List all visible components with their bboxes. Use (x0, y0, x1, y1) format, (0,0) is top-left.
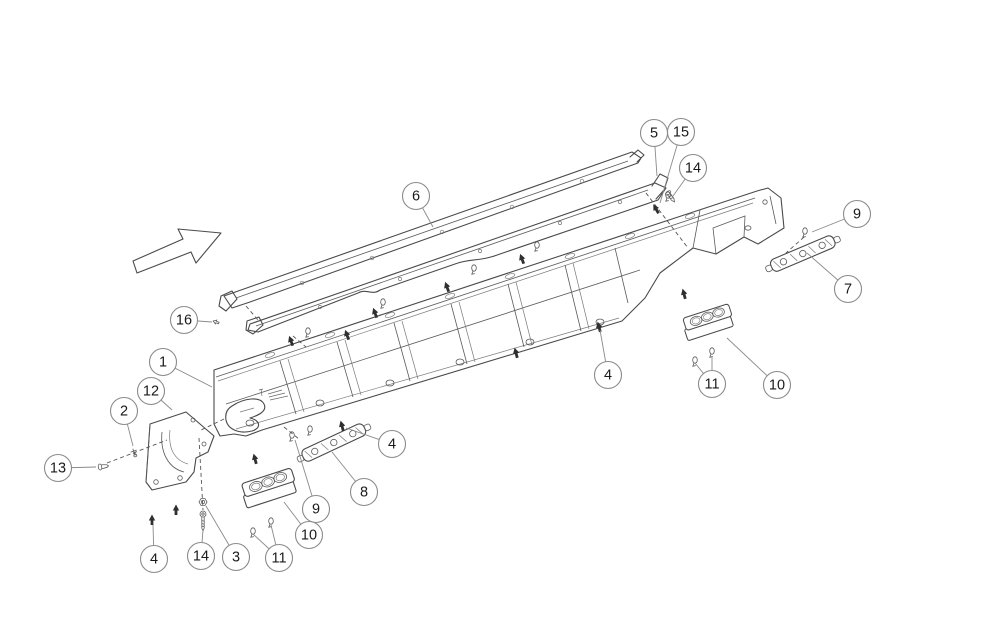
callout-9[interactable]: 9 (294, 439, 331, 524)
screw-item-13 (97, 462, 110, 471)
callout-number: 14 (685, 161, 701, 177)
spacer-block-right (680, 303, 736, 342)
callout-number: 9 (853, 207, 861, 223)
parts-drawing (97, 149, 843, 538)
direction-arrow-icon (132, 228, 222, 274)
callout-10[interactable]: 10 (283, 501, 324, 550)
callout-number: 11 (271, 551, 286, 567)
callout-14[interactable]: 14 (672, 153, 708, 197)
callout-balloon[interactable] (666, 117, 696, 147)
callout-balloon[interactable] (762, 370, 792, 400)
callout-10[interactable]: 10 (726, 337, 792, 400)
callout-2[interactable]: 2 (109, 396, 139, 447)
callout-3[interactable]: 3 (205, 505, 251, 572)
screw-item-14-top (664, 189, 678, 205)
callout-number: 5 (650, 126, 658, 142)
callout-1[interactable]: 1 (148, 347, 213, 388)
callout-11[interactable]: 11 (694, 356, 727, 399)
spacer-block-left (238, 467, 300, 509)
callout-number: 14 (193, 549, 209, 565)
callout-16[interactable]: 16 (169, 305, 213, 335)
callout-balloon[interactable] (169, 305, 199, 335)
callout-number: 4 (150, 552, 158, 568)
grommet-item-2 (129, 447, 140, 459)
callout-balloon[interactable] (678, 153, 708, 183)
callout-9[interactable]: 9 (811, 199, 872, 233)
panel-label-text (258, 388, 289, 401)
callout-number: 13 (50, 461, 66, 477)
callout-balloon[interactable] (136, 376, 166, 406)
mounting-rail-left (294, 419, 374, 466)
callout-balloon[interactable] (349, 477, 379, 507)
callout-7[interactable]: 7 (806, 252, 863, 304)
callout-number: 4 (388, 437, 396, 453)
callout-number: 1 (159, 355, 167, 371)
main-sill-panel (213, 187, 785, 437)
callout-number: 4 (604, 368, 612, 384)
callout-number: 16 (176, 313, 192, 329)
callout-number: 3 (232, 550, 240, 566)
trim-strip-upper (218, 149, 645, 312)
callout-13[interactable]: 13 (43, 453, 97, 483)
callout-15[interactable]: 15 (659, 117, 696, 204)
callout-balloon[interactable] (842, 199, 872, 229)
callout-6[interactable]: 6 (401, 181, 434, 228)
callout-number: 11 (704, 377, 719, 393)
callout-number: 6 (412, 189, 420, 205)
callout-balloon[interactable] (377, 429, 407, 459)
pin-item-16 (212, 318, 220, 326)
front-bracket (145, 411, 215, 491)
callout-number: 15 (673, 125, 689, 141)
callout-4[interactable]: 4 (139, 524, 169, 574)
callout-balloon[interactable] (186, 541, 216, 571)
callout-5[interactable]: 5 (639, 118, 669, 177)
callout-balloon[interactable] (148, 347, 178, 377)
callout-number: 10 (301, 528, 317, 544)
screw-item-14-bottom (199, 510, 207, 532)
callout-number: 7 (844, 282, 852, 298)
callout-balloon[interactable] (294, 520, 324, 550)
callout-balloon[interactable] (401, 181, 431, 211)
callout-12[interactable]: 12 (136, 376, 173, 411)
callout-balloon[interactable] (264, 543, 294, 573)
callout-balloon[interactable] (43, 453, 73, 483)
callout-11[interactable]: 11 (252, 524, 294, 573)
callout-number: 12 (143, 384, 159, 400)
callout-balloon[interactable] (697, 369, 727, 399)
callout-14[interactable]: 14 (186, 529, 216, 571)
trim-strip-lower (245, 173, 669, 335)
callout-8[interactable]: 8 (331, 451, 379, 507)
callout-balloon[interactable] (833, 274, 863, 304)
callout-number: 8 (360, 485, 368, 501)
callout-4[interactable]: 4 (593, 329, 623, 390)
callout-balloon[interactable] (109, 396, 139, 426)
callout-number: 10 (769, 378, 785, 394)
callout-number: 2 (120, 404, 128, 420)
assembly-axis-lines (106, 192, 805, 511)
callout-balloon[interactable] (301, 494, 331, 524)
callout-balloon[interactable] (221, 542, 251, 572)
callout-4[interactable]: 4 (345, 427, 407, 459)
callout-balloon[interactable] (139, 544, 169, 574)
callout-balloon[interactable] (593, 360, 623, 390)
callout-number: 9 (312, 502, 320, 518)
